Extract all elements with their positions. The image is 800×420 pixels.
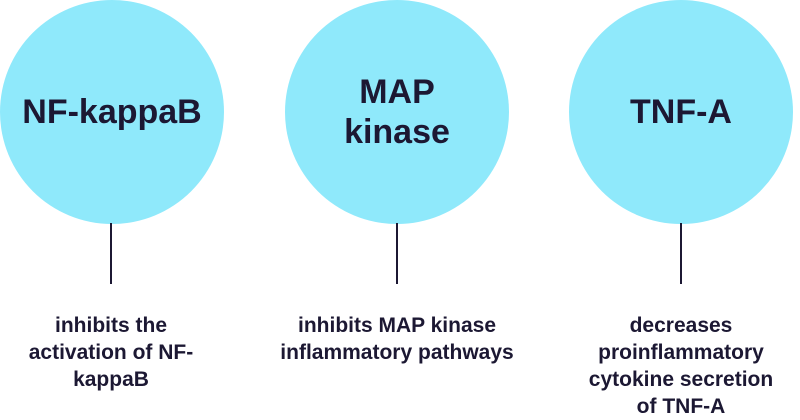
description-map-kinase: inhibits MAP kinase inflammatory pathway…	[280, 314, 514, 364]
description-tnf-a: decreases proinflammatory cytokine secre…	[588, 314, 774, 418]
description-nf-kappab: inhibits the activation of NF-kappaB	[28, 314, 194, 391]
circle-map-kinase: MAP kinase	[285, 0, 509, 224]
circle-nf-kappab: NF-kappaB	[0, 0, 224, 224]
circle-title: NF-kappaB	[22, 93, 202, 131]
circle-tnf-a: TNF-A	[569, 0, 793, 224]
connector-line	[110, 223, 112, 284]
connector-line	[680, 223, 682, 284]
circle-title: TNF-A	[630, 93, 732, 131]
circle-title: MAP kinase	[344, 73, 450, 151]
connector-line	[396, 223, 398, 284]
